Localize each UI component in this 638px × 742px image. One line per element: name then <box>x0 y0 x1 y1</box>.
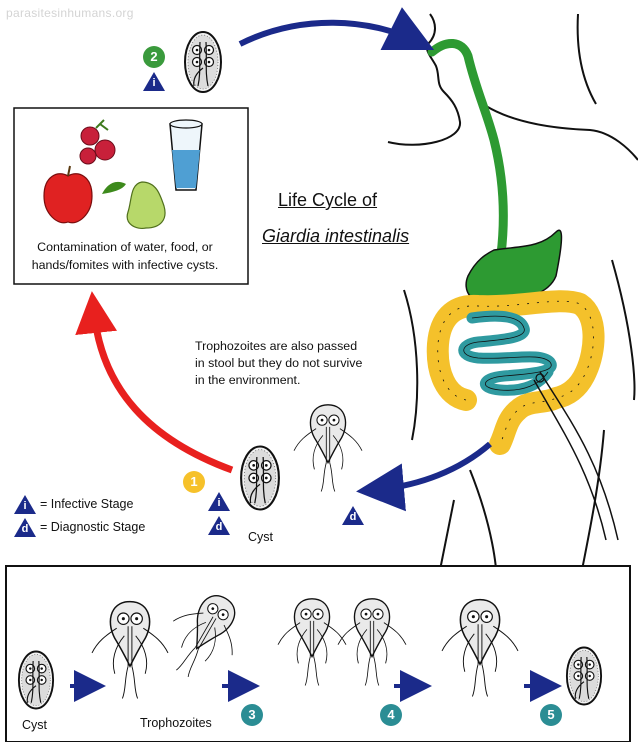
watermark: parasitesinhumans.org <box>6 6 134 20</box>
trophozoites-label: Trophozoites <box>140 716 212 730</box>
step-4-badge: 4 <box>380 704 402 726</box>
cyst-label: Cyst <box>248 530 273 544</box>
ingested-cyst-bottom <box>19 652 53 709</box>
cyst-in-stool <box>241 447 279 510</box>
step-2-badge: 2 <box>143 46 165 68</box>
diagnostic-stage-icon: d <box>342 506 364 526</box>
ingestion-arrow <box>240 23 418 44</box>
contamination-caption: Contamination of water, food, or hands/f… <box>18 238 232 274</box>
infective-stage-icon: i <box>208 492 230 512</box>
diagram-title: Life Cycle of <box>278 190 377 211</box>
step-5-badge: 5 <box>540 704 562 726</box>
diagram-title-species: Giardia intestinalis <box>262 226 409 247</box>
infective-cyst-ingested <box>185 32 221 92</box>
legend-diagnostic-icon: d <box>14 518 36 538</box>
legend-diagnostic-text: = Diagnostic Stage <box>40 520 145 534</box>
intestinal-stages-panel <box>6 566 630 742</box>
infective-stage-icon: i <box>143 72 165 92</box>
legend-infective-icon: i <box>14 495 36 515</box>
mature-cyst-bottom <box>567 648 601 705</box>
esophagus <box>432 43 503 262</box>
small-intestine <box>464 316 552 390</box>
water-glass-icon <box>170 120 202 190</box>
trophozoite-in-stool <box>294 405 362 492</box>
contamination-arrow <box>94 312 232 470</box>
stool-passage-arrow <box>374 444 490 490</box>
step-3-badge: 3 <box>241 704 263 726</box>
step-1-badge: 1 <box>183 471 205 493</box>
trophozoite-note: Trophozoites are also passed in stool bu… <box>195 338 365 389</box>
legend-infective-text: = Infective Stage <box>40 497 133 511</box>
diagnostic-stage-icon: d <box>208 516 230 536</box>
bottom-cyst-label: Cyst <box>22 718 47 732</box>
